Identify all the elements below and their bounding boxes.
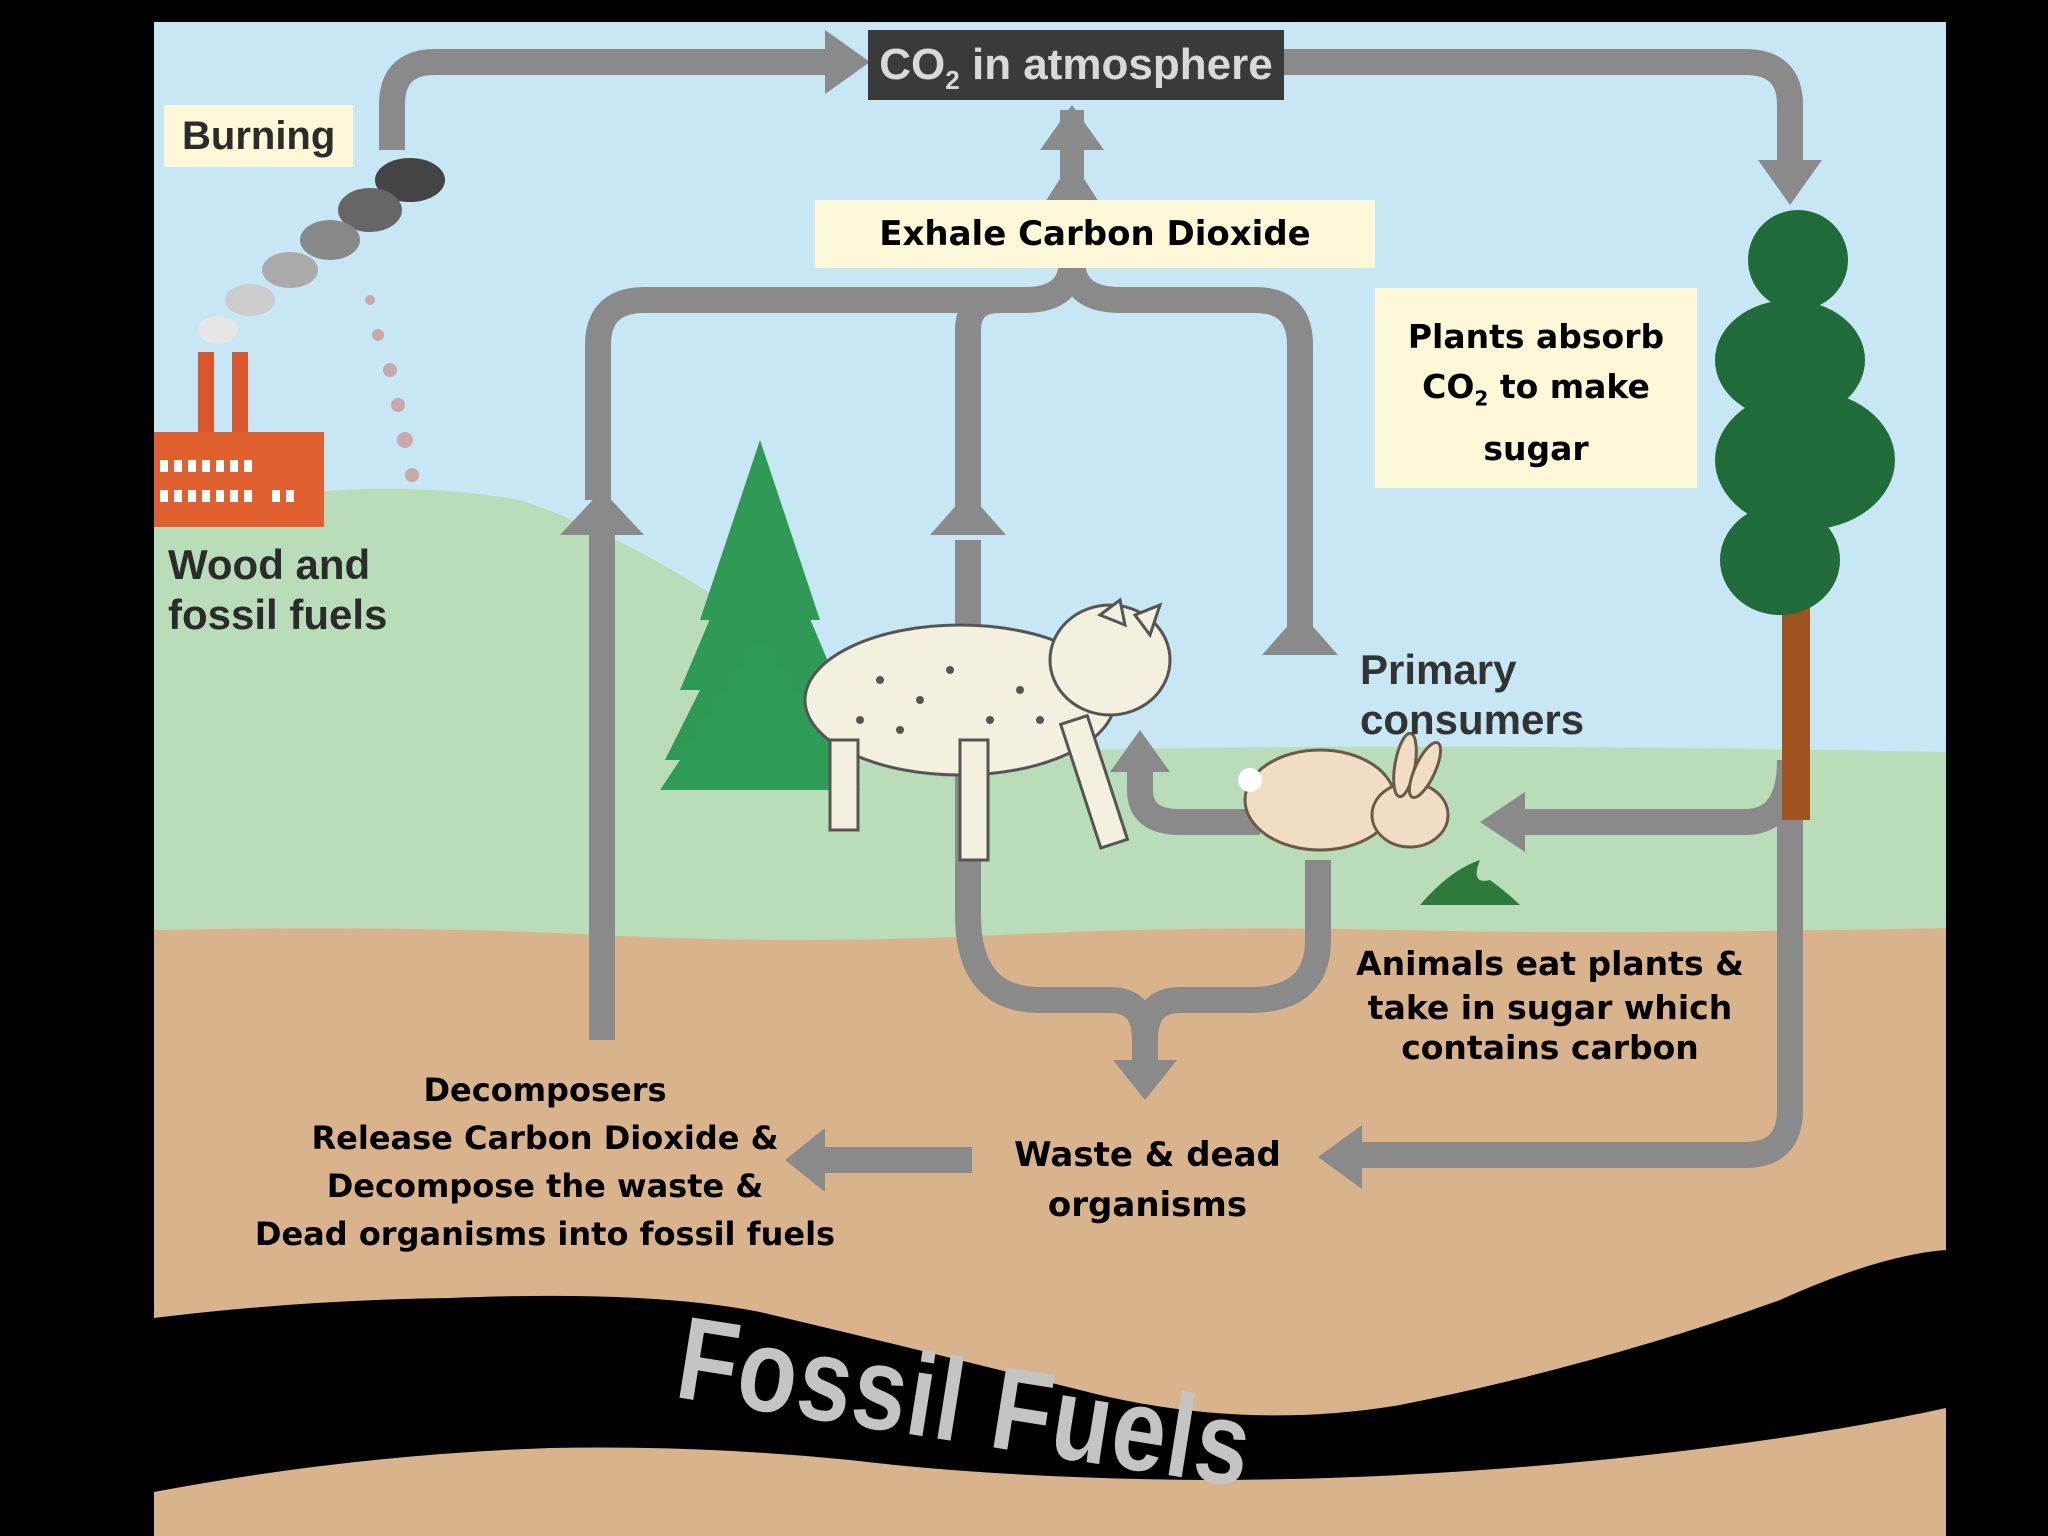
exhale-mid-branch xyxy=(955,287,1001,535)
primary-consumers-label: Primary consumers xyxy=(1360,646,1585,743)
consumers-to-predator-arrow xyxy=(1127,770,1260,835)
exhale-label: Exhale Carbon Dioxide xyxy=(815,200,1375,268)
arrowhead-atmosphere xyxy=(825,30,870,94)
burning-to-atmosphere-arrow xyxy=(379,49,830,150)
fossil-fuel-layer xyxy=(154,1250,1946,1492)
arrowhead-decomposers xyxy=(785,1128,825,1192)
arrowhead-bobcat xyxy=(1110,730,1170,772)
waste-label: Waste & dead organisms xyxy=(1014,1135,1281,1225)
exhale-right-branch xyxy=(1059,259,1313,640)
rabbit-icon xyxy=(1238,731,1450,852)
tall-tree-icon xyxy=(1715,210,1895,820)
arrowhead-plants xyxy=(1758,160,1822,205)
bobcat-icon xyxy=(803,597,1172,862)
arrowhead-right-up xyxy=(1262,612,1338,655)
atmosphere-label: CO2 in atmosphere xyxy=(868,30,1284,100)
rabbit-to-waste-arrow xyxy=(1132,860,1331,1041)
plants-absorb-label: Plants absorb CO2 to make sugar xyxy=(1375,288,1697,488)
factory-icon xyxy=(154,352,324,527)
arrow-paths xyxy=(379,49,1803,1173)
arrowhead-rabbit xyxy=(1480,792,1525,852)
plants-to-waste-arrow xyxy=(1360,810,1803,1168)
grass-sprig-icon xyxy=(1420,860,1520,905)
smoke-icon xyxy=(198,158,445,482)
arrowhead-mid-up xyxy=(930,492,1006,535)
arrowhead-waste-right xyxy=(1318,1125,1362,1189)
burning-label: Burning xyxy=(164,105,354,167)
atmosphere-to-plants-arrow xyxy=(1284,49,1803,160)
arrowhead-waste-down xyxy=(1113,1060,1177,1100)
exhale-stem xyxy=(1060,110,1084,210)
wood-fossil-label: Wood and fossil fuels xyxy=(168,541,388,638)
decomposers-label: Decomposers Release Carbon Dioxide & Dec… xyxy=(254,1071,836,1253)
arrowhead-decomposers-up xyxy=(560,490,644,535)
animals-eat-label: Animals eat plants & take in sugar which… xyxy=(1356,944,1744,1067)
spruce-tree-icon xyxy=(660,440,860,790)
